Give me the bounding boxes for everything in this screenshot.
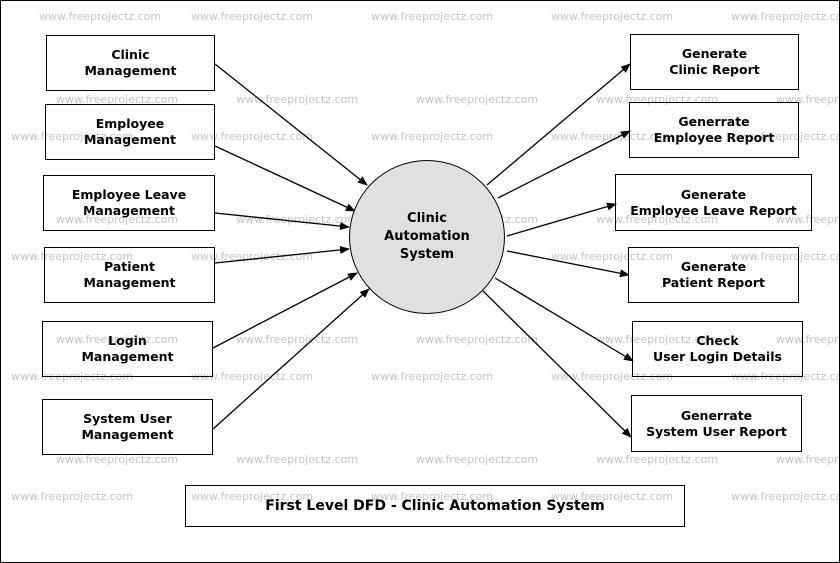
entity-clinic-management: Clinic Management <box>46 35 215 91</box>
entity-login-management: Login Management <box>42 321 213 377</box>
entity-employee-leave-management: Employee Leave Management <box>43 175 215 231</box>
entity-generate-employee-leave-report: Generate Employee Leave Report <box>615 174 812 231</box>
flow-arrow-generate-system-user-report <box>482 290 632 438</box>
entity-system-user-management: System User Management <box>42 399 213 455</box>
flow-arrow-clinic-management <box>214 63 368 186</box>
entity-generate-clinic-report: Generate Clinic Report <box>630 34 799 90</box>
entity-generate-employee-report: Generrate Employee Report <box>629 102 799 158</box>
flow-arrow-generate-employee-report <box>497 130 631 199</box>
flow-arrow-generate-patient-report <box>506 250 630 278</box>
flow-arrow-system-user-management <box>212 288 370 430</box>
flow-arrow-patient-management <box>214 245 350 264</box>
entity-check-user-login-details: Check User Login Details <box>632 321 803 377</box>
process-clinic-automation-system: Clinic Automation System <box>349 160 505 314</box>
flow-arrow-generate-clinic-report <box>486 63 631 186</box>
entity-employee-management: Employee Management <box>45 104 215 160</box>
entity-generate-patient-report: Generate Patient Report <box>628 247 799 303</box>
entity-generate-system-user-report: Generrate System User Report <box>631 395 802 452</box>
flow-arrow-login-management <box>212 272 358 349</box>
flow-arrow-generate-employee-leave-report <box>506 202 617 237</box>
flow-arrow-employee-leave-management <box>214 212 350 231</box>
flow-arrow-check-user-login-details <box>494 277 634 362</box>
diagram-title: First Level DFD - Clinic Automation Syst… <box>185 485 685 527</box>
flow-arrow-employee-management <box>214 145 356 212</box>
entity-patient-management: Patient Management <box>44 247 215 303</box>
